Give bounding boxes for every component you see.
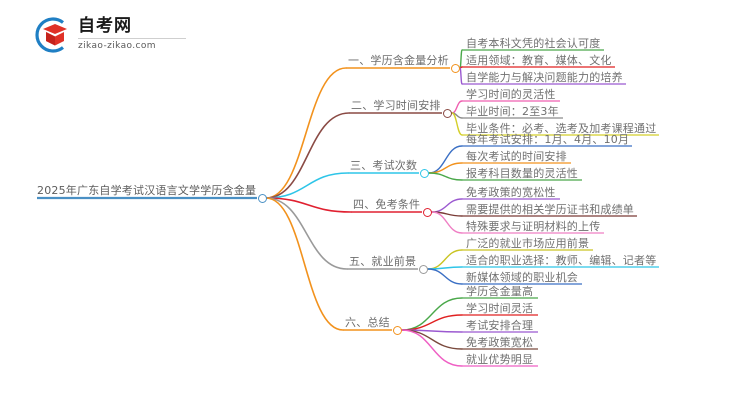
leaf-label-2-1[interactable]: 学习时间的灵活性 [466, 88, 556, 101]
leaf-label-6-4[interactable]: 免考政策宽松 [466, 336, 534, 349]
branch-node-dot-2[interactable] [442, 108, 452, 118]
logo-divider [78, 38, 186, 39]
branch-node-dot-3[interactable] [419, 168, 429, 178]
branch-label-6[interactable]: 六、总结 [345, 316, 390, 329]
leaf-label-1-2[interactable]: 适用领域：教育、媒体、文化 [466, 54, 612, 67]
branch-node-dot-6[interactable] [392, 325, 402, 335]
leaf-label-6-3[interactable]: 考试安排合理 [466, 319, 534, 332]
leaf-label-6-1[interactable]: 学历含金量高 [466, 285, 534, 298]
branch-node-dot-1[interactable] [450, 63, 460, 73]
branch-label-2[interactable]: 二、学习时间安排 [351, 99, 441, 112]
root-node-dot[interactable] [257, 193, 267, 203]
leaf-label-3-3[interactable]: 报考科目数量的灵活性 [466, 167, 578, 180]
graduation-cap-icon [35, 17, 67, 53]
leaf-label-6-5[interactable]: 就业优势明显 [466, 353, 534, 366]
leaf-label-2-2[interactable]: 毕业时间：2至3年 [466, 105, 559, 118]
leaf-label-2-3[interactable]: 毕业条件：必考、选考及加考课程通过 [466, 122, 657, 135]
leaf-label-4-2[interactable]: 需要提供的相关学历证书和成绩单 [466, 203, 634, 216]
leaf-label-3-1[interactable]: 每年考试安排：1月、4月、10月 [466, 133, 630, 146]
root-node-label[interactable]: 2025年广东自学考试汉语言文学学历含金量 [37, 184, 257, 197]
logo-url: zikao-zikao.com [78, 41, 156, 51]
leaf-label-1-1[interactable]: 自考本科文凭的社会认可度 [466, 37, 601, 50]
leaf-label-3-2[interactable]: 每次考试的时间安排 [466, 150, 567, 163]
logo-title: 自考网 [78, 16, 132, 36]
leaf-label-5-1[interactable]: 广泛的就业市场应用前景 [466, 237, 590, 250]
branch-label-5[interactable]: 五、就业前景 [349, 255, 417, 268]
leaf-label-4-1[interactable]: 免考政策的宽松性 [466, 186, 556, 199]
leaf-label-6-2[interactable]: 学习时间灵活 [466, 302, 534, 315]
branch-label-4[interactable]: 四、免考条件 [353, 198, 421, 211]
branch-label-3[interactable]: 三、考试次数 [350, 159, 418, 172]
leaf-label-1-3[interactable]: 自学能力与解决问题能力的培养 [466, 71, 623, 84]
site-logo: 自考网 zikao-zikao.com [30, 12, 190, 58]
leaf-label-4-3[interactable]: 特殊要求与证明材料的上传 [466, 220, 601, 233]
branch-label-1[interactable]: 一、学历含金量分析 [348, 54, 449, 67]
leaf-label-5-3[interactable]: 新媒体领域的职业机会 [466, 271, 578, 284]
branch-node-dot-4[interactable] [422, 207, 432, 217]
logo-text: 自考网 zikao-zikao.com [78, 16, 188, 52]
leaf-label-5-2[interactable]: 适合的职业选择：教师、编辑、记者等 [466, 254, 657, 267]
branch-node-dot-5[interactable] [418, 264, 428, 274]
